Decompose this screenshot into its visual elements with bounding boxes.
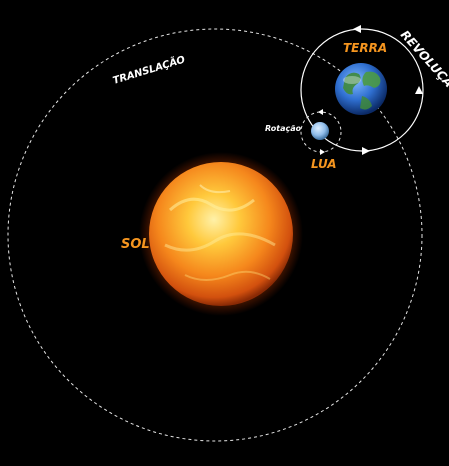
moon-arrow-top-icon xyxy=(318,109,323,115)
revolution-arrow-right-icon xyxy=(415,86,423,94)
sun-icon xyxy=(139,152,303,316)
moon-icon xyxy=(311,122,329,140)
translation-orbit xyxy=(7,28,423,442)
earth-label: TERRA xyxy=(343,41,387,55)
revolution-arrow-top-icon xyxy=(353,25,361,33)
sun-label: SOL xyxy=(121,237,150,252)
moon-arrow-bottom-icon xyxy=(320,149,325,155)
moon-label: LUA xyxy=(311,157,336,171)
translation-label: TRANSLAÇÃO xyxy=(111,52,187,86)
earth-icon xyxy=(335,63,387,115)
revolution-arrow-bottom-icon xyxy=(362,147,370,155)
rotation-label: Rotação xyxy=(265,124,302,133)
